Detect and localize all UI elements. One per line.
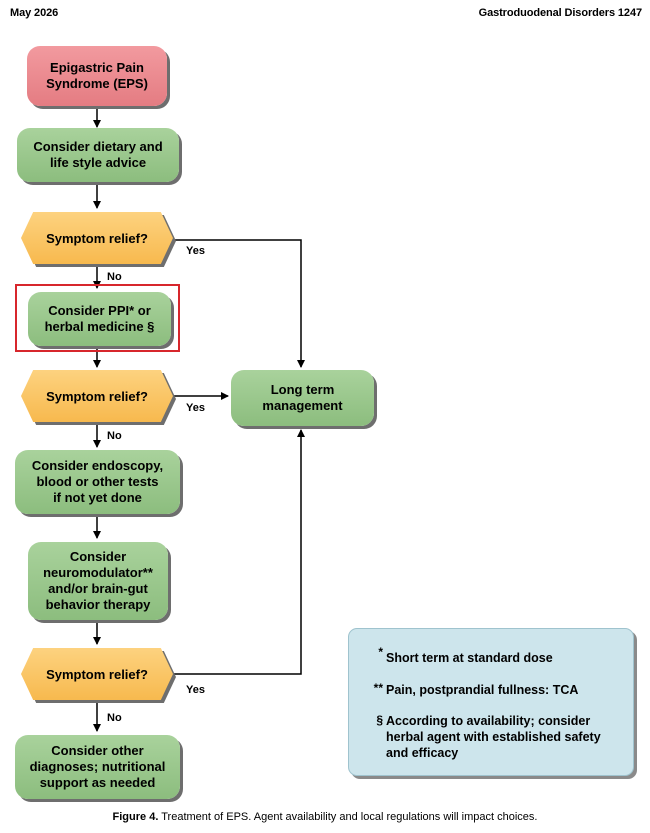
node-neuromodulator: Consider neuromodulator** and/or brain-g… bbox=[28, 542, 168, 620]
no-label-2: No bbox=[107, 430, 122, 442]
no-label-1: No bbox=[107, 271, 122, 283]
arrow-decision1-yes bbox=[172, 239, 305, 368]
node-long-term-management: Long term management bbox=[231, 370, 374, 426]
caption-text: Treatment of EPS. Agent availability and… bbox=[161, 811, 538, 823]
legend-box: * Short term at standard dose ** Pain, p… bbox=[348, 628, 634, 776]
no-label-3: No bbox=[107, 712, 122, 724]
decision-label: Symptom relief? bbox=[21, 648, 173, 700]
legend-text: Pain, postprandial fullness: TCA bbox=[386, 683, 579, 697]
decision-symptom-relief-1: Symptom relief? bbox=[21, 212, 173, 264]
highlight-box bbox=[15, 284, 180, 352]
yes-label-3: Yes bbox=[186, 684, 205, 696]
legend-symbol: ** bbox=[373, 681, 383, 695]
decision-symptom-relief-2: Symptom relief? bbox=[21, 370, 173, 422]
decision-symptom-relief-3: Symptom relief? bbox=[21, 648, 173, 700]
node-endoscopy-tests: Consider endoscopy, blood or other tests… bbox=[15, 450, 180, 514]
caption-label: Figure 4. bbox=[112, 811, 159, 823]
legend-symbol: § bbox=[376, 713, 383, 727]
legend-text: According to availability; consider herb… bbox=[386, 714, 601, 760]
legend-text: Short term at standard dose bbox=[386, 651, 553, 665]
node-ppi-herbal: Consider PPI* or herbal medicine § bbox=[28, 292, 171, 346]
yes-label-2: Yes bbox=[186, 402, 205, 414]
legend-symbol: * bbox=[378, 645, 383, 659]
yes-label-1: Yes bbox=[186, 245, 205, 257]
decision-label: Symptom relief? bbox=[21, 370, 173, 422]
node-other-diagnoses: Consider other diagnoses; nutritional su… bbox=[15, 735, 180, 799]
node-dietary-advice: Consider dietary and life style advice bbox=[17, 128, 179, 182]
arrow-decision3-yes bbox=[172, 429, 305, 675]
figure-caption: Figure 4. Treatment of EPS. Agent availa… bbox=[0, 811, 650, 823]
running-header-title: Gastroduodenal Disorders 1247 bbox=[478, 7, 642, 19]
node-eps-start: Epigastric Pain Syndrome (EPS) bbox=[27, 46, 167, 106]
decision-label: Symptom relief? bbox=[21, 212, 173, 264]
running-header-date: May 2026 bbox=[10, 7, 59, 19]
